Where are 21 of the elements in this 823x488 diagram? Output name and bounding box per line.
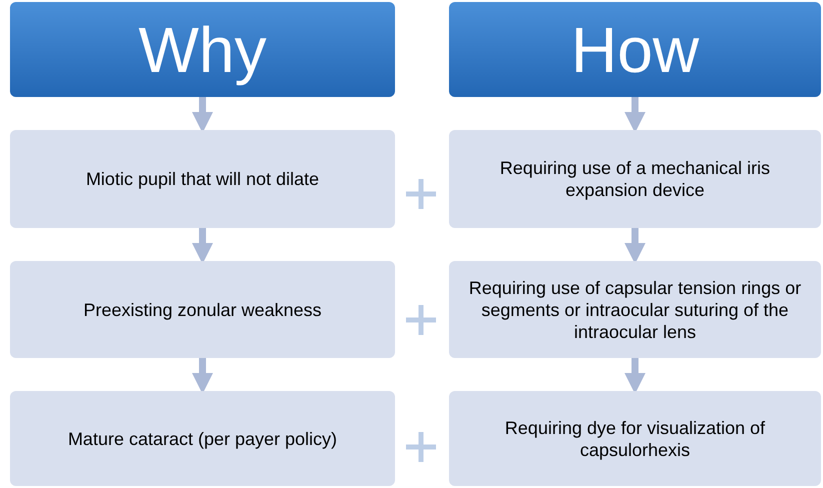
content-box — [10, 261, 395, 358]
item-text: Mature cataract (per payer policy) — [68, 428, 338, 450]
header-title: How — [570, 18, 700, 82]
item-text: Miotic pupil that will not dilate — [86, 168, 320, 190]
down-arrow — [192, 358, 213, 394]
item-text: Preexisting zonular weakness — [83, 298, 322, 320]
down-arrow — [624, 358, 646, 394]
item-text: Requiring use of capsular tension rings or segments or intraocular suturing of the intraocular lens — [468, 276, 802, 342]
header-box — [449, 2, 821, 97]
item-text: Requiring use of a mechanical iris expansion device — [498, 157, 772, 201]
content-box — [449, 130, 821, 228]
content-box — [10, 391, 395, 486]
down-arrow — [192, 97, 213, 133]
item-text: Requiring dye for visualization of capsulorhexis — [504, 416, 766, 460]
content-box — [10, 130, 395, 228]
content-box — [449, 261, 821, 358]
content-box — [449, 391, 821, 486]
header-box — [10, 2, 395, 97]
down-arrow — [624, 97, 646, 133]
down-arrow — [624, 228, 646, 264]
down-arrow — [192, 228, 213, 264]
